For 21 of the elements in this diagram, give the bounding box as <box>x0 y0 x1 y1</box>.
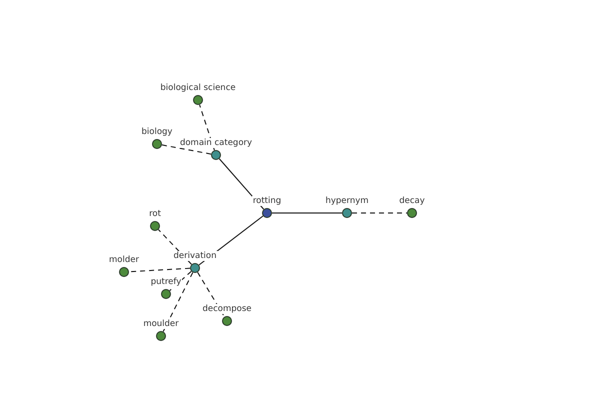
node-label: molder <box>108 255 140 265</box>
connector-line <box>197 272 225 318</box>
node-label: derivation <box>172 251 218 261</box>
node-label: biological science <box>159 83 237 93</box>
node-label: decompose <box>201 304 253 314</box>
connector-line <box>158 229 192 265</box>
node-label: putrefy <box>150 277 182 287</box>
node-label: hypernym <box>324 196 370 206</box>
connector-line <box>352 212 408 214</box>
node-label: decay <box>398 196 426 206</box>
node-label: domain category <box>178 138 254 148</box>
connector-line <box>161 144 212 155</box>
connector-line <box>162 272 194 332</box>
connector-line <box>128 268 190 272</box>
connector-line <box>169 270 192 292</box>
node-label: biology <box>140 127 174 137</box>
node-label: rot <box>148 209 162 219</box>
connector-line <box>199 104 215 151</box>
node-label: rotting <box>252 196 282 206</box>
connector-line <box>272 212 342 214</box>
node-label: moulder <box>142 319 180 329</box>
